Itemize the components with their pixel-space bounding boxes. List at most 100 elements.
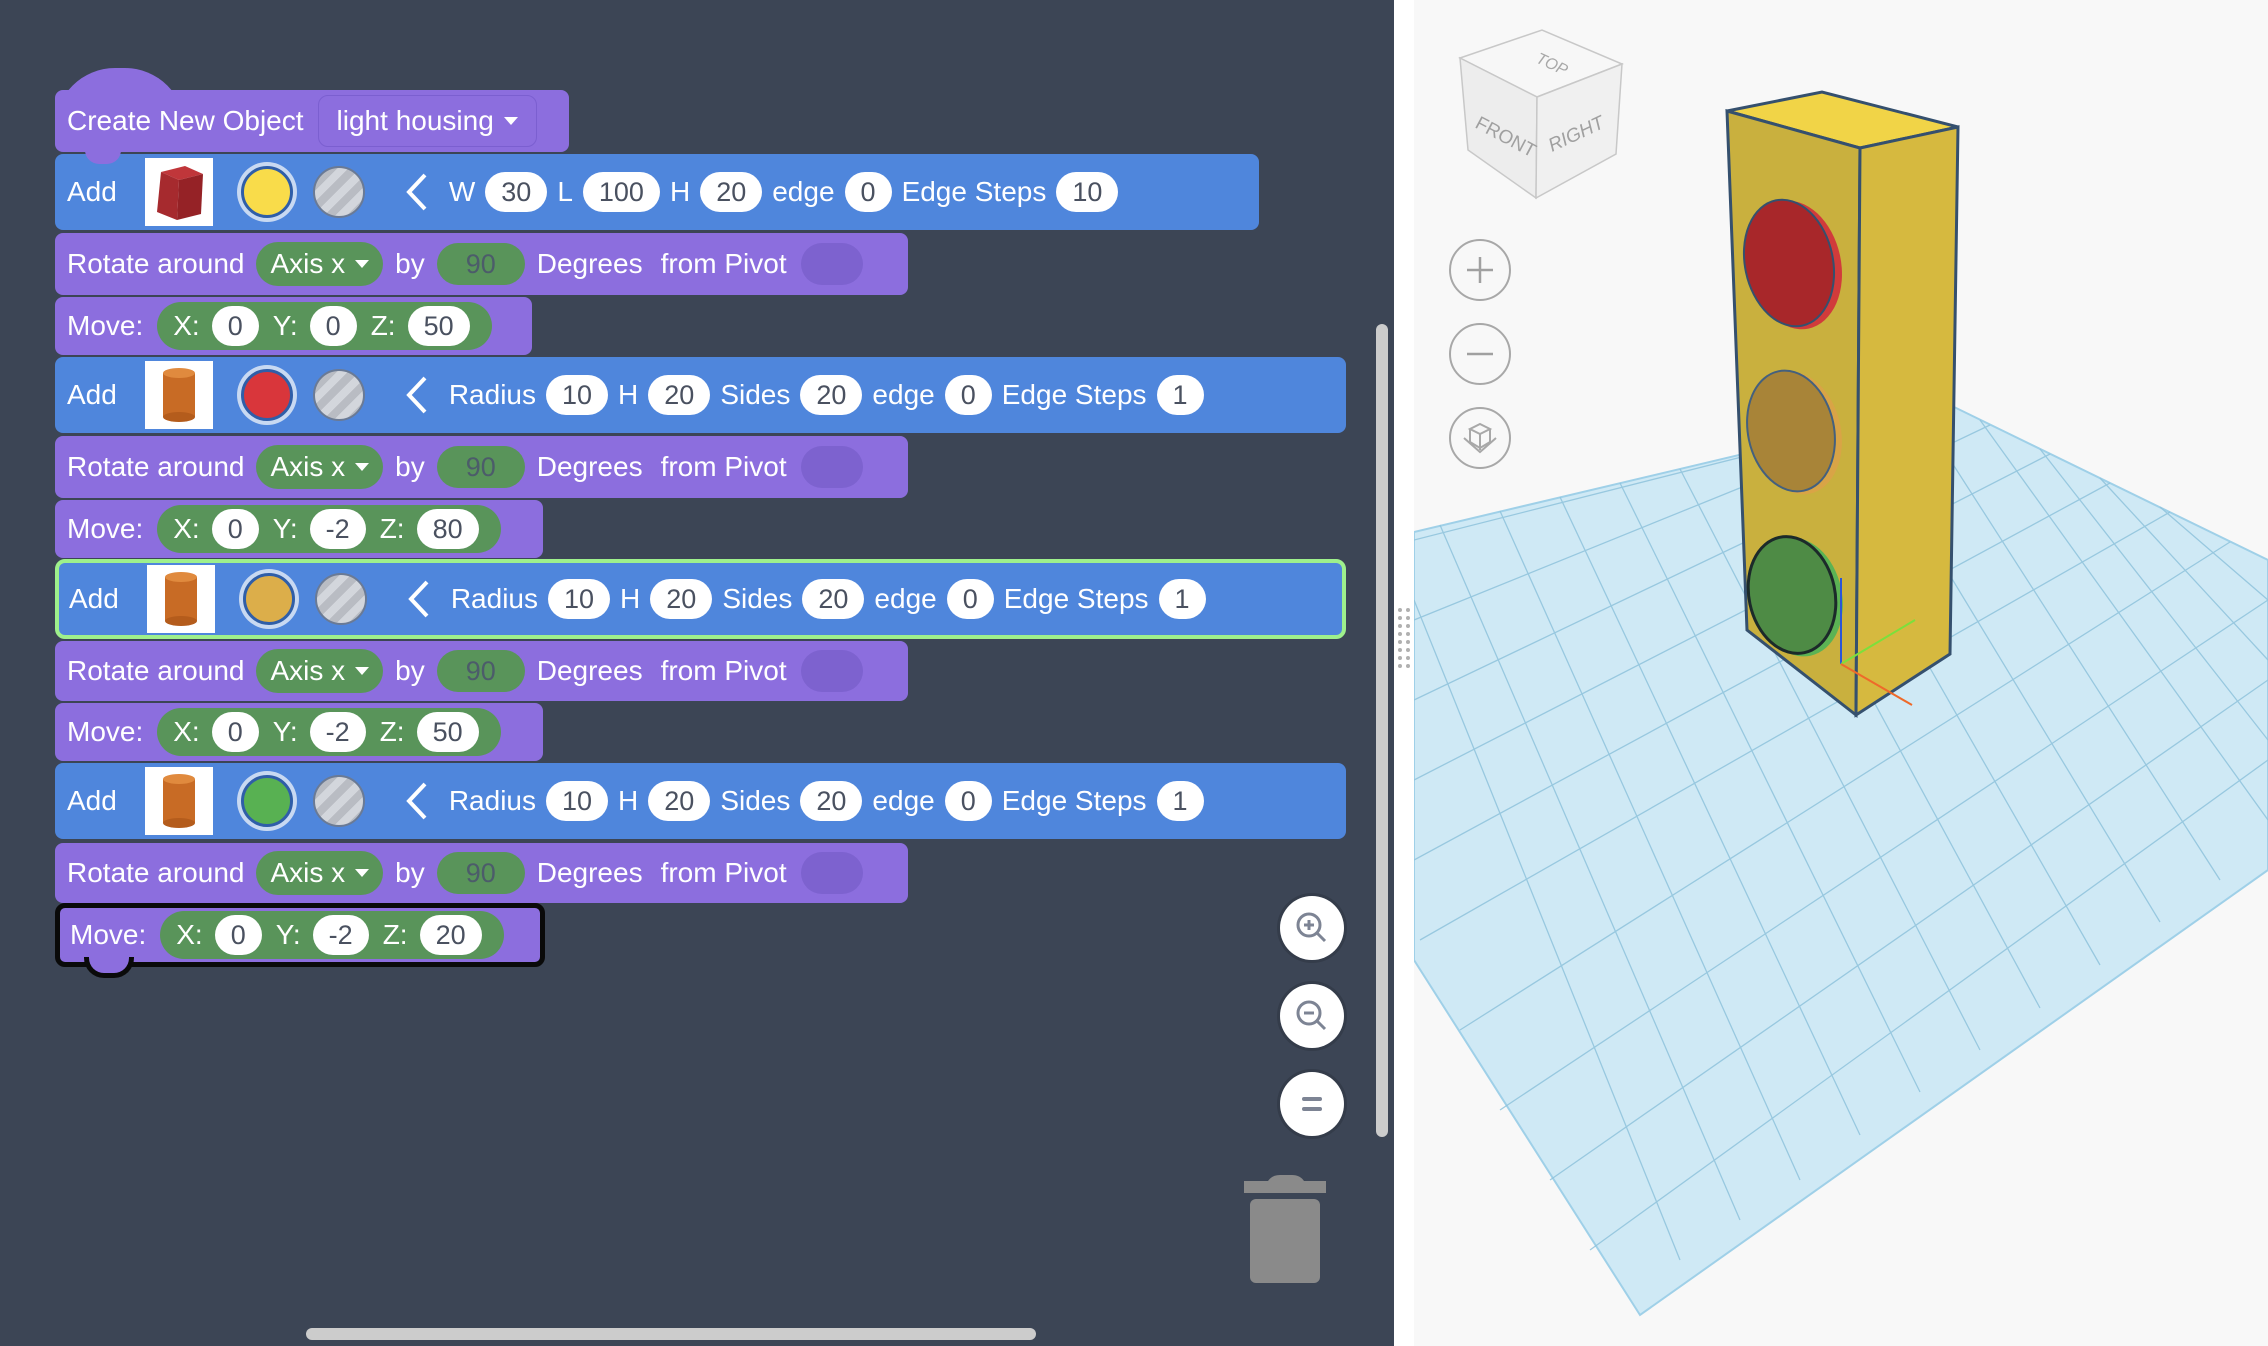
pivot-slot[interactable] xyxy=(800,852,863,894)
degrees-input[interactable]: 90 xyxy=(436,446,525,488)
chevron-left-icon[interactable] xyxy=(405,172,429,212)
degrees-input[interactable]: 90 xyxy=(436,243,525,285)
hole-swatch[interactable] xyxy=(314,573,367,625)
zoom-in-icon xyxy=(1296,912,1327,943)
y-input[interactable]: -2 xyxy=(309,712,366,752)
workspace-horizontal-scrollbar[interactable] xyxy=(306,1328,1036,1340)
chevron-left-icon[interactable] xyxy=(405,375,429,415)
add-label: Add xyxy=(67,379,117,410)
add-cylinder-block-green[interactable]: Add Radius 10 H 20 Sides 20 edge 0 Edge … xyxy=(55,763,1346,839)
axis-dropdown[interactable]: Axis x xyxy=(256,851,384,895)
workspace-vertical-scrollbar[interactable] xyxy=(1376,324,1388,1137)
shape-cylinder-thumbnail[interactable] xyxy=(146,565,215,633)
param-input-edge-steps[interactable]: 1 xyxy=(1156,375,1204,415)
param-input-sides[interactable]: 20 xyxy=(802,579,865,619)
z-input[interactable]: 50 xyxy=(416,712,479,752)
axis-dropdown[interactable]: Axis x xyxy=(256,649,384,693)
x-input[interactable]: 0 xyxy=(211,509,259,549)
hole-swatch[interactable] xyxy=(312,166,365,218)
chevron-left-icon[interactable] xyxy=(407,579,431,619)
param-input-h[interactable]: 20 xyxy=(648,781,711,821)
chevron-left-icon[interactable] xyxy=(405,781,429,821)
rotate-block[interactable]: Rotate around Axis x by 90 Degrees from … xyxy=(55,233,908,295)
y-label: Y: xyxy=(275,919,301,950)
add-cylinder-block-amber[interactable]: Add Radius 10 H 20 Sides 20 edge 0 Edge … xyxy=(55,559,1346,639)
param-input-edge-steps[interactable]: 1 xyxy=(1158,579,1206,619)
param-input-edge[interactable]: 0 xyxy=(946,579,994,619)
param-input-l[interactable]: 100 xyxy=(582,172,660,212)
shape-cylinder-thumbnail[interactable] xyxy=(144,361,213,429)
x-input[interactable]: 0 xyxy=(211,306,259,346)
create-object-block[interactable]: Create New Object light housing xyxy=(55,68,569,164)
color-swatch-green[interactable] xyxy=(240,775,293,827)
param-label-h: H xyxy=(620,583,641,614)
param-input-edge[interactable]: 0 xyxy=(944,375,992,415)
degrees-input[interactable]: 90 xyxy=(436,650,525,692)
workspace-zoom-in-button[interactable] xyxy=(1280,896,1344,960)
param-input-w[interactable]: 30 xyxy=(485,172,548,212)
param-input-edge[interactable]: 0 xyxy=(844,172,892,212)
by-label: by xyxy=(395,857,425,888)
pivot-slot[interactable] xyxy=(800,650,863,692)
panel-resize-handle[interactable] xyxy=(1394,0,1414,1346)
axis-dropdown[interactable]: Axis x xyxy=(256,242,384,286)
pivot-slot[interactable] xyxy=(800,446,863,488)
workspace-reset-zoom-button[interactable] xyxy=(1280,1072,1344,1136)
axis-dropdown[interactable]: Axis x xyxy=(256,445,384,489)
pivot-label: from Pivot xyxy=(660,655,787,686)
viewport-zoom-in-button[interactable] xyxy=(1449,239,1511,301)
param-input-radius[interactable]: 10 xyxy=(546,781,609,821)
z-input[interactable]: 50 xyxy=(407,306,470,346)
move-block[interactable]: Move: X: 0 Y: 0 Z: 50 xyxy=(55,297,532,355)
color-swatch-amber[interactable] xyxy=(242,573,295,625)
y-input[interactable]: 0 xyxy=(309,306,357,346)
param-input-h[interactable]: 20 xyxy=(650,579,713,619)
param-input-edge-steps[interactable]: 1 xyxy=(1156,781,1204,821)
x-label: X: xyxy=(173,716,200,747)
x-input[interactable]: 0 xyxy=(211,712,259,752)
move-block[interactable]: Move: X: 0 Y: -2 Z: 80 xyxy=(55,500,543,558)
hole-swatch[interactable] xyxy=(312,369,365,421)
y-input[interactable]: -2 xyxy=(312,915,369,955)
object-name-dropdown[interactable]: light housing xyxy=(317,95,537,147)
xyz-group: X: 0 Y: -2 Z: 20 xyxy=(160,911,504,959)
3d-viewport[interactable]: TOP FRONT RIGHT xyxy=(1414,0,2268,1346)
param-input-radius[interactable]: 10 xyxy=(546,375,609,415)
param-input-radius[interactable]: 10 xyxy=(548,579,611,619)
pivot-slot[interactable] xyxy=(800,243,863,285)
param-input-sides[interactable]: 20 xyxy=(800,781,863,821)
move-block[interactable]: Move: X: 0 Y: -2 Z: 50 xyxy=(55,703,543,761)
x-input[interactable]: 0 xyxy=(214,915,262,955)
param-input-edge[interactable]: 0 xyxy=(944,781,992,821)
shape-cylinder-thumbnail[interactable] xyxy=(144,767,213,835)
param-input-sides[interactable]: 20 xyxy=(800,375,863,415)
param-input-h[interactable]: 20 xyxy=(700,172,763,212)
rotate-block[interactable]: Rotate around Axis x by 90 Degrees from … xyxy=(55,436,908,498)
scene-canvas[interactable]: TOP FRONT RIGHT xyxy=(1414,0,2268,1346)
z-input[interactable]: 80 xyxy=(416,509,479,549)
param-label-w: W xyxy=(448,176,476,207)
param-label-h: H xyxy=(669,176,691,207)
viewport-zoom-out-button[interactable] xyxy=(1449,323,1511,385)
workspace-zoom-out-button[interactable] xyxy=(1280,984,1344,1048)
trash-can[interactable] xyxy=(1242,1175,1328,1285)
add-box-block[interactable]: Add W 30 L 100 H 20 edge 0 Edge Steps 10 xyxy=(55,154,1259,230)
view-cube[interactable]: TOP FRONT RIGHT xyxy=(1458,29,1624,200)
param-input-edge-steps[interactable]: 10 xyxy=(1056,172,1119,212)
add-cylinder-block-red[interactable]: Add Radius 10 H 20 Sides 20 edge 0 Edge … xyxy=(55,357,1346,433)
move-block-active[interactable]: Move: X: 0 Y: -2 Z: 20 xyxy=(55,903,545,978)
z-input[interactable]: 20 xyxy=(419,915,482,955)
y-input[interactable]: -2 xyxy=(309,509,366,549)
color-swatch-yellow[interactable] xyxy=(240,166,293,218)
shape-box-thumbnail[interactable] xyxy=(144,158,213,226)
block-workspace[interactable]: Create New Object light housing Add W 30… xyxy=(0,0,1394,1346)
object-name-value: light housing xyxy=(336,105,494,136)
param-input-h[interactable]: 20 xyxy=(648,375,711,415)
rotate-block[interactable]: Rotate around Axis x by 90 Degrees from … xyxy=(55,641,908,701)
viewport-home-button[interactable] xyxy=(1449,407,1511,469)
color-swatch-red[interactable] xyxy=(240,369,293,421)
hole-swatch[interactable] xyxy=(312,775,365,827)
degrees-input[interactable]: 90 xyxy=(436,852,525,894)
rotate-block[interactable]: Rotate around Axis x by 90 Degrees from … xyxy=(55,843,908,903)
traffic-light-model[interactable] xyxy=(1725,90,1960,719)
